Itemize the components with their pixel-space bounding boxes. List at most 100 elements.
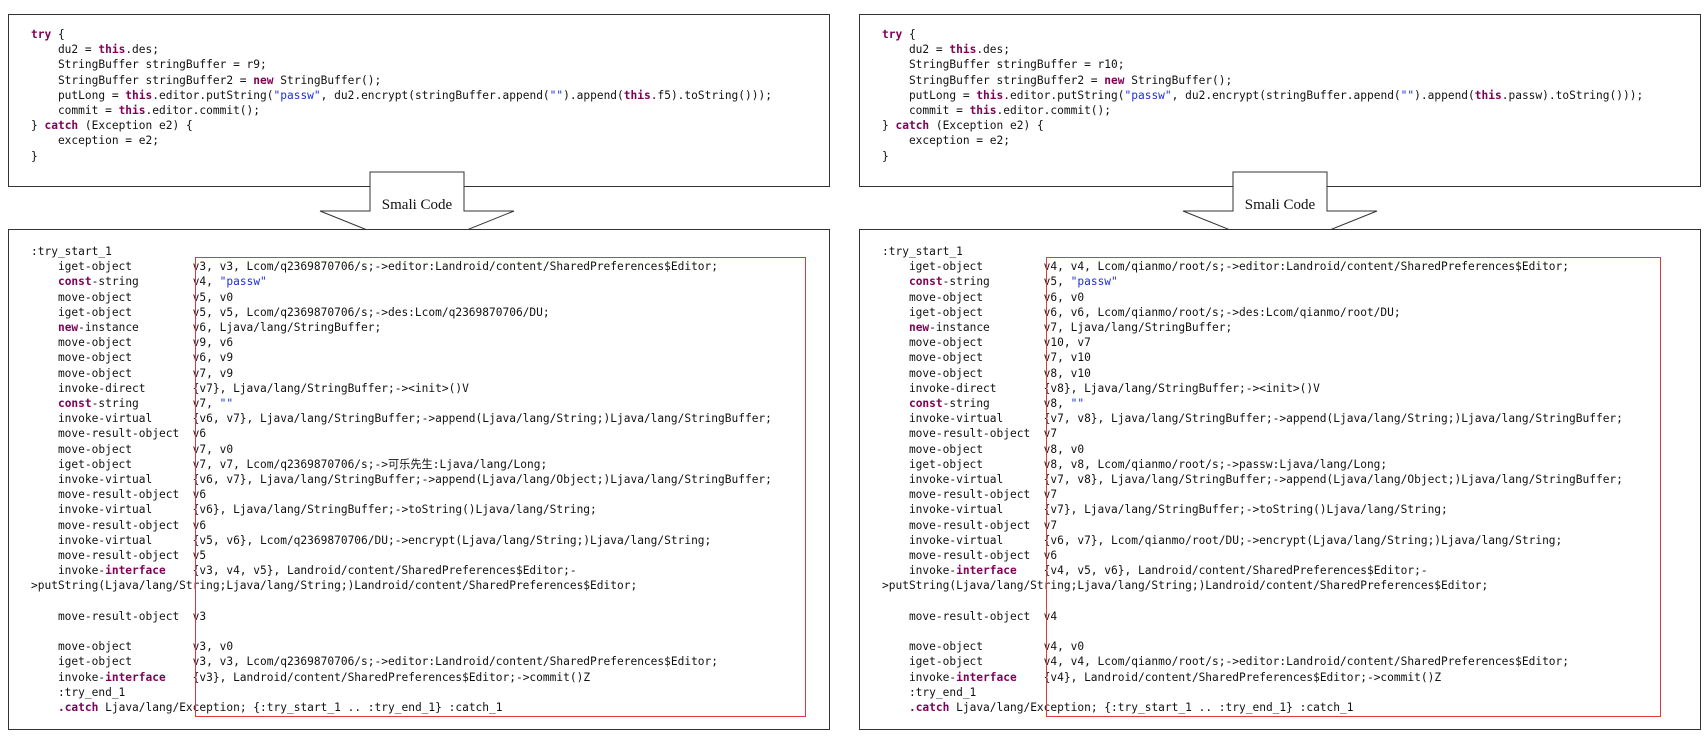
code-token: move-result-object v7: [882, 518, 1058, 532]
code-token: .editor.putString(: [152, 88, 274, 102]
code-token: }: [31, 149, 38, 163]
code-line: [31, 624, 772, 639]
code-token: :try_end_1: [31, 685, 126, 699]
code-line: invoke-interface {v4, v5, v6}, Landroid/…: [882, 563, 1623, 578]
code-token: move-object v6, v9: [31, 351, 234, 365]
code-line: invoke-interface {v3, v4, v5}, Landroid/…: [31, 563, 772, 578]
code-token: invoke-: [882, 670, 957, 684]
code-line: du2 = this.des;: [31, 42, 772, 57]
code-line: StringBuffer stringBuffer = r10;: [882, 57, 1643, 72]
code-token: iget-object v3, v3, Lcom/q2369870706/s;-…: [31, 260, 719, 274]
code-token: [31, 701, 58, 714]
code-token: move-result-object v6: [31, 427, 207, 441]
code-token: move-object v10, v7: [882, 336, 1091, 350]
code-token: move-object v4, v0: [882, 640, 1085, 654]
keyword-token: this: [949, 43, 977, 57]
code-line: } catch (Exception e2) {: [882, 118, 1643, 133]
keyword-token: this: [969, 104, 997, 118]
code-token: [882, 321, 909, 334]
code-line: iget-object v5, v5, Lcom/q2369870706/s;-…: [31, 305, 772, 320]
code-line: move-object v10, v7: [882, 335, 1623, 350]
code-token: [31, 397, 58, 410]
code-token: {: [902, 28, 916, 41]
keyword-token: this: [125, 88, 153, 102]
code-token: iget-object v3, v3, Lcom/q2369870706/s;-…: [31, 655, 719, 669]
code-line: >putString(Ljava/lang/String;Ljava/lang/…: [882, 578, 1623, 593]
code-line: :try_start_1: [31, 244, 772, 259]
code-token: move-object v7, v9: [31, 366, 234, 380]
keyword-token: const: [908, 397, 943, 411]
code-line: move-object v7, v0: [31, 442, 772, 457]
code-token: StringBuffer();: [273, 73, 382, 87]
keyword-token: new: [253, 73, 274, 87]
code-line: invoke-virtual {v6, v7}, Ljava/lang/Stri…: [31, 472, 772, 487]
code-token: {v3}, Landroid/content/SharedPreferences…: [165, 670, 591, 684]
keyword-token: new: [1104, 73, 1125, 87]
code-token: iget-object v7, v7, Lcom/q2369870706/s;-…: [31, 457, 548, 471]
code-line: invoke-interface {v3}, Landroid/content/…: [31, 670, 772, 685]
code-token: invoke-direct {v7}, Ljava/lang/StringBuf…: [31, 381, 469, 395]
keyword-token: this: [118, 104, 146, 118]
keyword-token: catch: [895, 119, 930, 133]
code-line: move-object v3, v0: [31, 639, 772, 654]
code-token: move-result-object v4: [882, 609, 1058, 623]
code-token: [31, 321, 58, 334]
code-line: const-string v8, "": [882, 396, 1623, 411]
keyword-token: try: [882, 28, 903, 41]
java-code-panel-left: try { du2 = this.des; StringBuffer strin…: [8, 14, 830, 187]
code-token: StringBuffer stringBuffer2 =: [882, 73, 1105, 87]
code-token: invoke-virtual {v7, v8}, Ljava/lang/Stri…: [882, 412, 1623, 426]
code-token: invoke-virtual {v7}, Ljava/lang/StringBu…: [882, 503, 1448, 517]
code-token: .editor.commit();: [145, 104, 261, 118]
code-token: , du2.encrypt(stringBuffer.append(: [320, 88, 550, 102]
code-token: commit =: [31, 104, 119, 118]
code-token: move-result-object v7: [882, 427, 1058, 441]
code-line: move-result-object v6: [882, 548, 1623, 563]
code-line: [882, 624, 1623, 639]
string-token: "passw": [219, 275, 267, 289]
code-token: v4,: [192, 275, 220, 289]
code-line: new-instance v7, Ljava/lang/StringBuffer…: [882, 320, 1623, 335]
code-line: invoke-virtual {v6, v7}, Lcom/qianmo/roo…: [882, 533, 1623, 548]
code-line: commit = this.editor.commit();: [31, 103, 772, 118]
code-token: move-object v9, v6: [31, 336, 234, 350]
code-token: {: [51, 28, 65, 41]
code-token: >putString(Ljava/lang/String;Ljava/lang/…: [882, 579, 1489, 593]
code-line: du2 = this.des;: [882, 42, 1643, 57]
code-token: [882, 275, 909, 288]
smali-code-panel-left: :try_start_1 iget-object v3, v3, Lcom/q2…: [8, 229, 830, 730]
code-token: >putString(Ljava/lang/String;Ljava/lang/…: [31, 579, 638, 593]
code-token: -string v8,: [942, 397, 1071, 411]
code-line: const-string v4, "passw": [31, 274, 772, 289]
code-line: const-string v7, "": [31, 396, 772, 411]
keyword-token: this: [1474, 88, 1502, 102]
keyword-token: const: [908, 275, 943, 289]
code-token: ).append(: [563, 88, 624, 102]
code-token: invoke-: [31, 564, 106, 578]
code-token: StringBuffer stringBuffer = r9;: [31, 58, 267, 72]
code-token: move-object v7, v10: [882, 351, 1091, 365]
code-line: move-result-object v6: [31, 518, 772, 533]
code-token: move-object v8, v0: [882, 442, 1085, 456]
code-token: -instance v6, Ljava/lang/StringBuffer;: [78, 321, 382, 335]
string-token: "passw": [1124, 88, 1172, 102]
code-line: putLong = this.editor.putString("passw",…: [31, 88, 772, 103]
code-line: [31, 594, 772, 609]
code-line: invoke-direct {v7}, Ljava/lang/StringBuf…: [31, 381, 772, 396]
code-line: iget-object v7, v7, Lcom/q2369870706/s;-…: [31, 457, 772, 472]
code-token: move-result-object v3: [31, 609, 207, 623]
smali-code-left: :try_start_1 iget-object v3, v3, Lcom/q2…: [31, 244, 772, 715]
code-line: exception = e2;: [31, 133, 772, 148]
code-line: move-result-object v7: [882, 518, 1623, 533]
code-token: move-object v8, v10: [882, 366, 1091, 380]
code-token: {v4, v5, v6}, Landroid/content/SharedPre…: [1016, 564, 1428, 578]
keyword-token: interface: [105, 670, 166, 684]
string-token: "passw": [1070, 275, 1118, 289]
code-token: invoke-virtual {v7, v8}, Ljava/lang/Stri…: [882, 473, 1623, 487]
code-line: move-result-object v7: [882, 487, 1623, 502]
code-line: move-object v7, v9: [31, 366, 772, 381]
code-token: .des;: [125, 43, 159, 57]
code-token: invoke-virtual {v6}, Ljava/lang/StringBu…: [31, 503, 597, 517]
code-line: move-object v4, v0: [882, 639, 1623, 654]
code-token: move-result-object v6: [882, 549, 1058, 563]
